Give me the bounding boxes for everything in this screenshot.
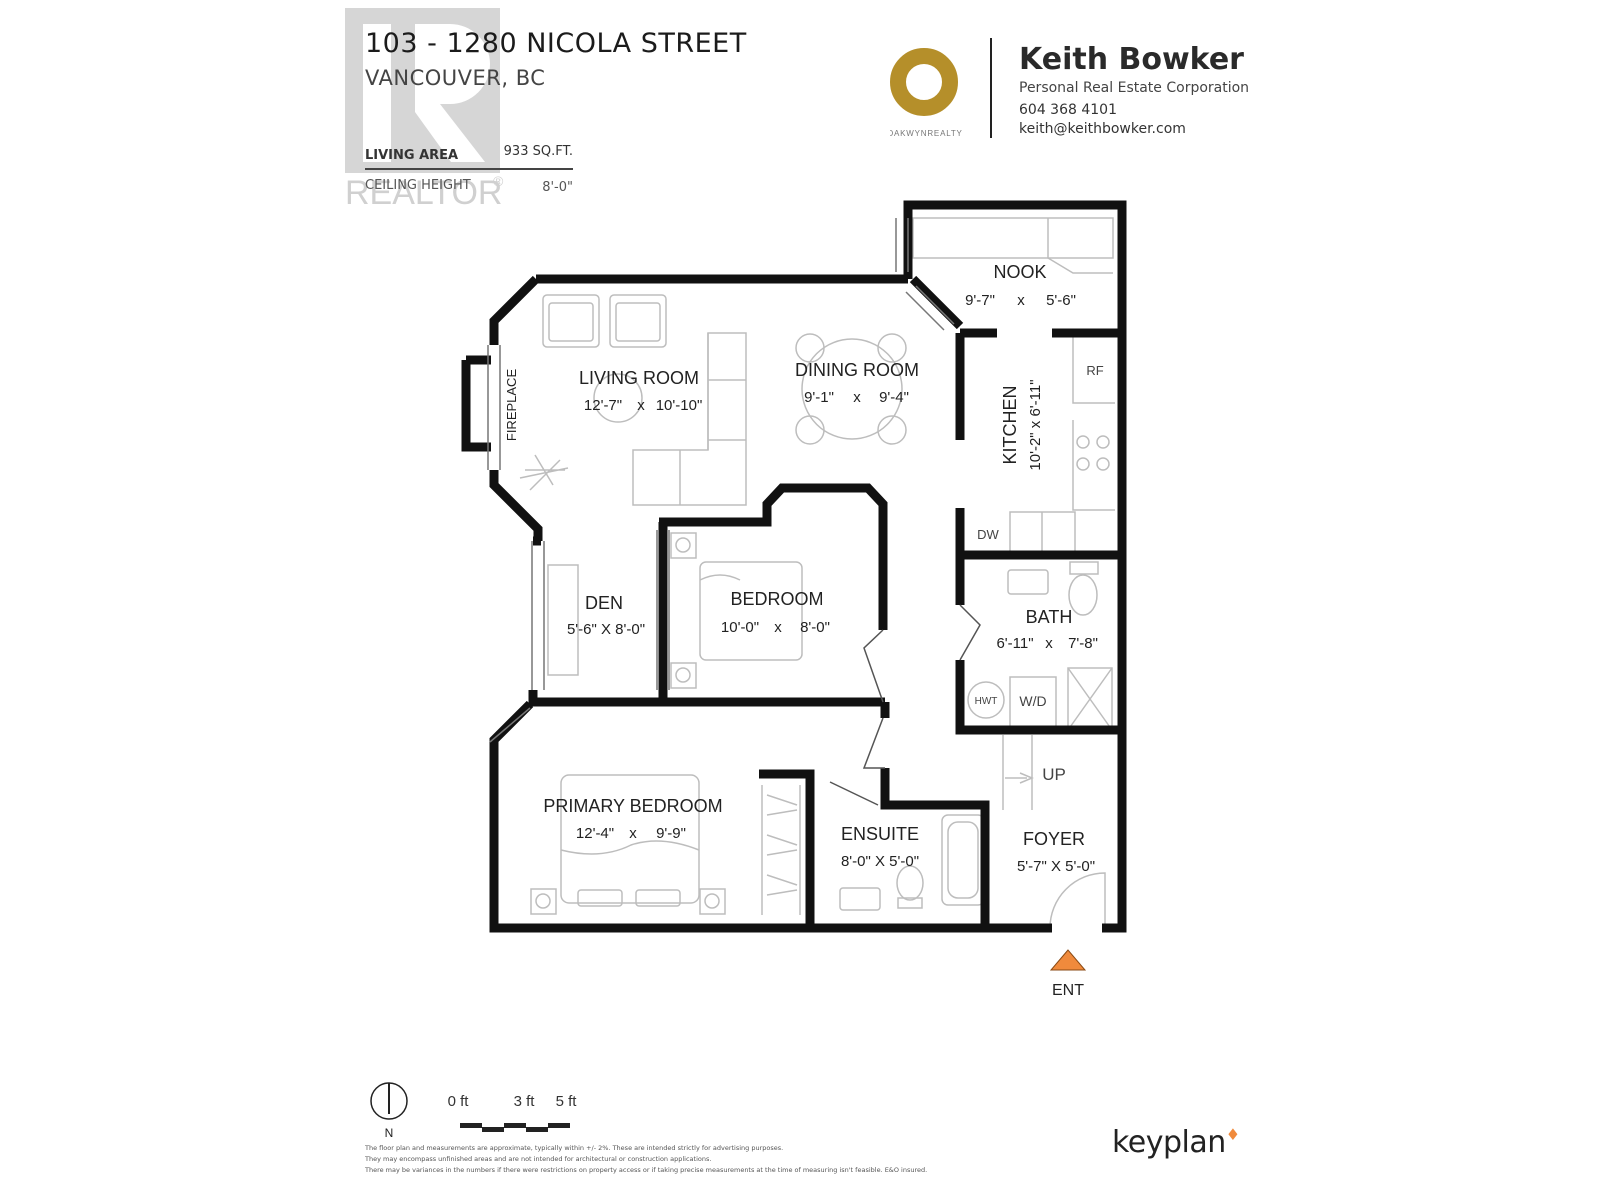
dining-room-h: 9'-4": [879, 389, 909, 406]
header-divider: [990, 38, 992, 138]
fixture-up: UP: [1042, 765, 1066, 784]
nook-h: 5'-6": [1046, 292, 1076, 309]
fixture-labels: RF DW HWT W/D UP: [975, 363, 1104, 784]
dining-room-name: DINING ROOM: [795, 360, 919, 380]
keyplan-logo: keyplan♦: [1112, 1125, 1240, 1160]
den-name: DEN: [585, 593, 623, 613]
fixture-rf: RF: [1086, 363, 1103, 378]
disclaimer-line-3: There may be variances in the numbers if…: [365, 1166, 928, 1174]
bath-x: x: [1045, 635, 1053, 652]
disclaimer-line-2: They may encompass unfinished areas and …: [365, 1155, 712, 1163]
logo-text: OAKWYNREALTY: [890, 129, 963, 138]
agent-name: Keith Bowker: [1019, 42, 1244, 77]
fixture-dw: DW: [977, 527, 999, 542]
bedroom-w: 10'-0": [721, 619, 759, 636]
keyplan-leaf-icon: ♦: [1225, 1125, 1240, 1144]
bedroom-name: BEDROOM: [730, 589, 823, 609]
bedroom-h: 8'-0": [800, 619, 830, 636]
living-room-w: 12'-7": [584, 397, 622, 414]
kitchen-dims: 10'-2" x 6'-11": [1027, 379, 1044, 470]
fireplace-label: FIREPLACE: [504, 369, 519, 442]
primary-bedroom-h: 9'-9": [656, 825, 686, 842]
foyer-dims: 5'-7" X 5'-0": [1017, 858, 1095, 875]
agent-phone[interactable]: 604 368 4101: [1019, 102, 1117, 118]
fixture-hwt: HWT: [975, 696, 998, 707]
disclaimer-line-1: The floor plan and measurements are appr…: [365, 1144, 784, 1152]
entrance-label: ENT: [1052, 982, 1084, 999]
watermark-mark: ®: [493, 173, 504, 189]
nook-name: NOOK: [993, 262, 1046, 282]
living-room-name: LIVING ROOM: [579, 368, 699, 388]
ceiling-value: 8'-0": [542, 180, 573, 195]
foyer-name: FOYER: [1023, 829, 1085, 849]
primary-bedroom-name: PRIMARY BEDROOM: [543, 796, 722, 816]
den-dims: 5'-6" X 8'-0": [567, 621, 645, 638]
nook-w: 9'-7": [965, 292, 995, 309]
scale-bar: 0 ft 3 ft 5 ft: [448, 1093, 578, 1132]
ensuite-name: ENSUITE: [841, 824, 919, 844]
dining-room-x: x: [853, 389, 861, 406]
listing-address: 103 - 1280 NICOLA STREET: [365, 28, 747, 59]
living-area-value: 933 SQ.FT.: [503, 144, 573, 159]
bath-name: BATH: [1026, 607, 1073, 627]
fixture-wd: W/D: [1019, 693, 1046, 709]
agent-corporation: Personal Real Estate Corporation: [1019, 80, 1250, 96]
primary-bedroom-x: x: [629, 825, 637, 842]
realtor-watermark: REALTOR ®: [345, 8, 504, 212]
north-label: N: [385, 1126, 394, 1140]
scale-3: 3 ft: [514, 1093, 536, 1110]
living-room-h: 10'-10": [656, 397, 703, 414]
oakwyn-logo: OAKWYNREALTY: [890, 48, 963, 138]
walls: [461, 200, 1127, 933]
furniture: [519, 217, 1115, 929]
area-divider: [365, 168, 573, 170]
bath-h: 7'-8": [1068, 635, 1098, 652]
living-room-x: x: [637, 397, 645, 414]
room-labels: NOOK 9'-7" x 5'-6" LIVING ROOM 12'-7" x …: [504, 262, 1098, 875]
bath-w: 6'-11": [996, 635, 1033, 652]
scale-5: 5 ft: [556, 1093, 578, 1110]
nook-x: x: [1017, 292, 1025, 309]
dining-room-w: 9'-1": [804, 389, 834, 406]
scale-0: 0 ft: [448, 1093, 470, 1110]
primary-bedroom-w: 12'-4": [576, 825, 614, 842]
keyplan-text: keyplan: [1112, 1125, 1226, 1160]
living-area-label: LIVING AREA: [365, 148, 459, 163]
entrance-arrow: [1049, 949, 1087, 971]
bedroom-x: x: [774, 619, 782, 636]
ceiling-label: CEILING HEIGHT: [365, 178, 471, 193]
listing-city: VANCOUVER, BC: [365, 66, 546, 90]
ensuite-dims: 8'-0" X 5'-0": [841, 853, 919, 870]
kitchen-name: KITCHEN: [1000, 385, 1020, 464]
agent-email[interactable]: keith@keithbowker.com: [1019, 121, 1186, 137]
watermark-text: REALTOR: [345, 174, 502, 212]
